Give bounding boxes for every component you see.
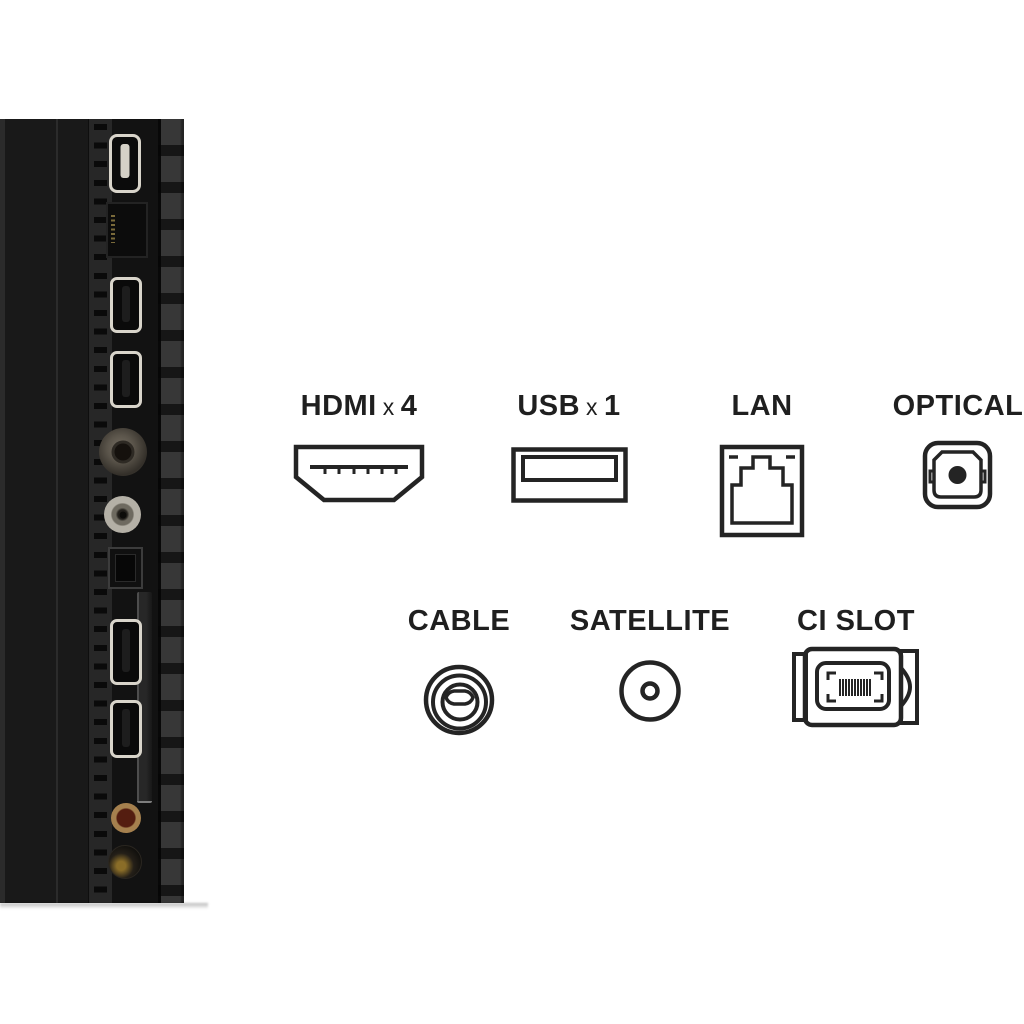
panel-left-edge xyxy=(0,119,5,903)
legend-item-optical: OPTICAL xyxy=(878,391,1024,512)
hdmi-connector-icon xyxy=(293,444,425,503)
satellite-label: SATELLITE xyxy=(570,606,730,636)
usb-connector-icon xyxy=(510,447,628,503)
legend-item-lan: LAN xyxy=(702,391,822,538)
panel-seam xyxy=(56,119,58,903)
hdmi-label: HDMI x 4 xyxy=(301,391,418,421)
optical-out-port xyxy=(108,547,143,589)
hdmi-label-name: HDMI xyxy=(300,390,377,422)
legend-item-usb: USB x 1 xyxy=(494,391,644,503)
legend-item-cable: CABLE xyxy=(379,606,539,740)
hdmi-port-3 xyxy=(110,619,142,685)
usb-label: USB x 1 xyxy=(517,391,620,421)
hdmi-port-2 xyxy=(110,351,142,408)
ci-slot-label: CI SLOT xyxy=(797,606,915,636)
ci-slot-label-name: CI SLOT xyxy=(797,605,915,637)
tv-side-panel-photo xyxy=(0,119,184,903)
hdmi-slot xyxy=(122,360,130,397)
optical-audio-icon xyxy=(922,440,993,510)
usb-label-times: x xyxy=(586,394,599,420)
usb-label-count: 1 xyxy=(604,390,621,422)
satellite-antenna-icon xyxy=(619,660,681,722)
lan-label: LAN xyxy=(731,391,792,421)
satellite-label-name: SATELLITE xyxy=(569,605,731,637)
cable-label-name: CABLE xyxy=(407,605,511,637)
usb-tongue xyxy=(120,144,130,178)
cable-antenna-icon xyxy=(423,664,495,736)
optical-door xyxy=(115,554,136,582)
usb-label-name: USB xyxy=(517,390,581,422)
jack-pin-hole xyxy=(119,511,126,518)
legend-item-ci-slot: CI SLOT xyxy=(776,606,936,728)
lan-port xyxy=(106,202,148,258)
usb-port xyxy=(109,134,141,193)
hdmi-slot xyxy=(122,709,130,747)
jack-center xyxy=(111,440,135,464)
hdmi-slot xyxy=(122,629,130,673)
hdmi-slot xyxy=(122,286,130,322)
av-in-jack xyxy=(111,803,141,833)
satellite-jack xyxy=(104,496,141,533)
panel-shadow xyxy=(0,903,208,909)
hdmi-label-count: 4 xyxy=(400,390,418,422)
back-cover-ridges xyxy=(158,119,184,903)
hdmi-port-1 xyxy=(110,277,142,333)
headphone-jack xyxy=(108,845,142,879)
lan-label-name: LAN xyxy=(731,390,793,422)
hdmi-port-4 xyxy=(110,700,142,758)
optical-label-name: OPTICAL xyxy=(892,390,1024,422)
cable-label: CABLE xyxy=(408,606,510,636)
lan-pins xyxy=(111,215,115,243)
cable-antenna-jack xyxy=(99,428,147,476)
legend-item-satellite: SATELLITE xyxy=(570,606,730,724)
lan-port-icon xyxy=(719,444,805,538)
hdmi-label-times: x xyxy=(382,394,395,420)
vent-holes xyxy=(94,124,107,898)
ci-card-slot-icon xyxy=(792,646,919,728)
legend-item-hdmi: HDMI x 4 xyxy=(274,391,444,504)
optical-label: OPTICAL xyxy=(893,391,1024,421)
